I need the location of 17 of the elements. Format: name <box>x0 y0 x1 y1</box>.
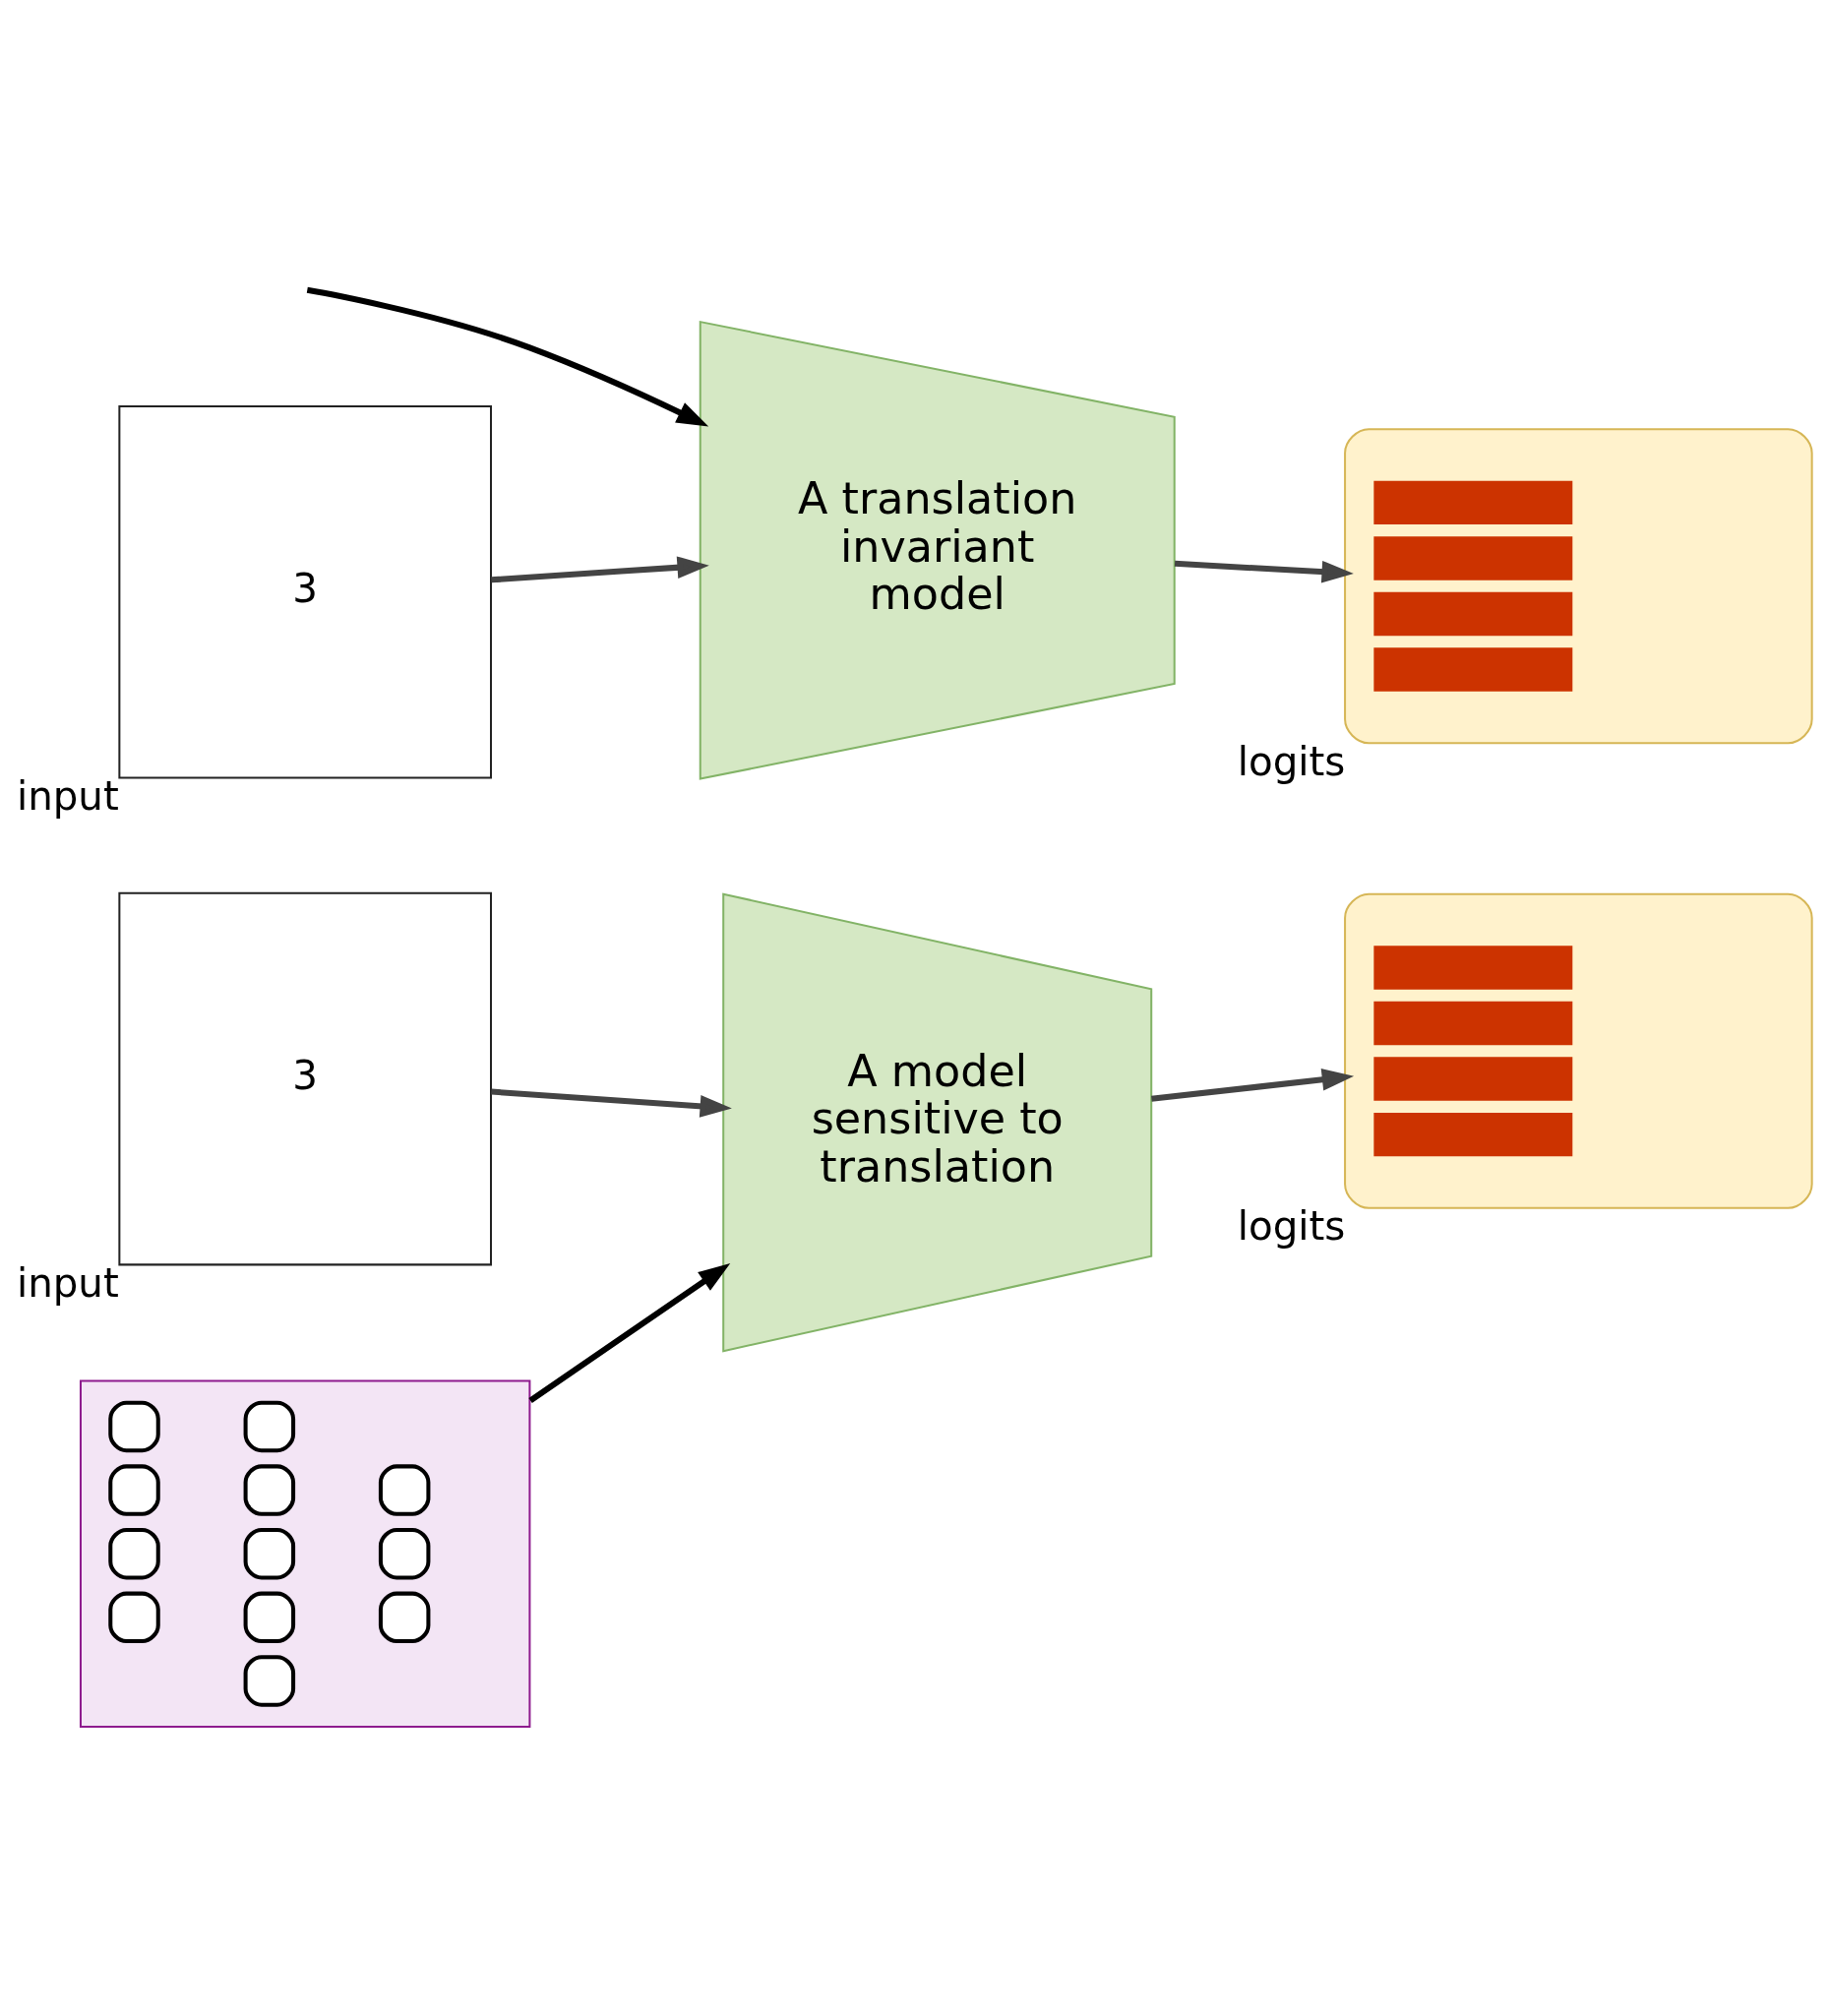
arrow <box>1151 1069 1355 1102</box>
node-box: 3 <box>118 404 492 779</box>
node-label: logits <box>1237 1203 1346 1251</box>
node-box <box>1344 428 1813 745</box>
node-box: A model sensitive to translation <box>722 892 1153 1353</box>
picture <box>79 1379 531 1728</box>
arrow <box>491 1088 732 1118</box>
node-box: A translation invariant model <box>699 320 1176 780</box>
arrow <box>491 556 709 583</box>
node-label: input <box>16 772 119 820</box>
arrow <box>1174 560 1354 583</box>
arrow <box>306 286 709 427</box>
node-label: input <box>16 1259 119 1307</box>
node-box: 3 <box>118 891 492 1266</box>
node-label: logits <box>1237 738 1346 785</box>
arrow <box>528 1263 731 1403</box>
node-box <box>1344 892 1813 1209</box>
